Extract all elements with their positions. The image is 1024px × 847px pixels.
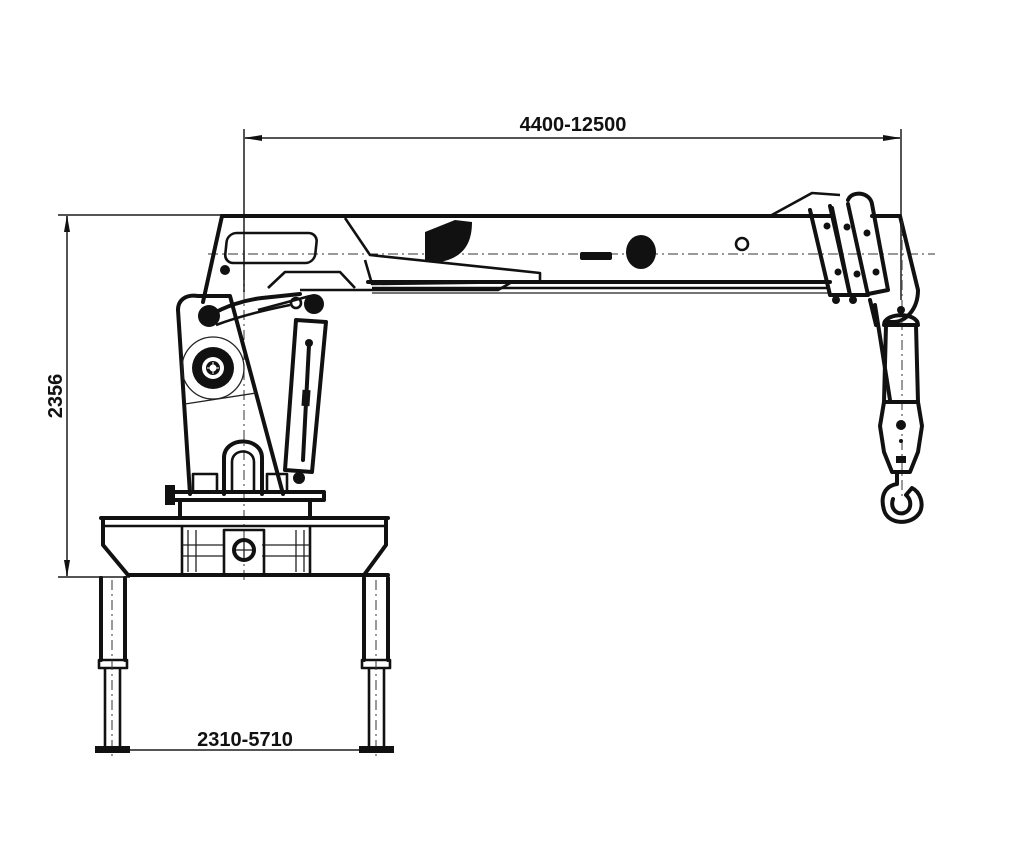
base-frame [99, 485, 390, 577]
column [176, 292, 324, 496]
winch [181, 336, 245, 400]
dimension-height: 2356 [45, 214, 232, 578]
outrigger-left [95, 576, 130, 756]
boom-reach-label: 4400-12500 [520, 114, 627, 136]
luffing-cylinder [283, 318, 328, 484]
dimension-boom-reach: 4400-12500 [243, 114, 902, 300]
outrigger-span-label: 2310-5710 [197, 729, 293, 751]
hook-block [873, 220, 924, 524]
dimension-outrigger-span: 2310-5710 [112, 729, 378, 751]
boom-head [808, 191, 920, 327]
height-label: 2356 [45, 374, 67, 419]
telescopic-boom [201, 191, 841, 304]
outrigger-right [359, 576, 394, 756]
